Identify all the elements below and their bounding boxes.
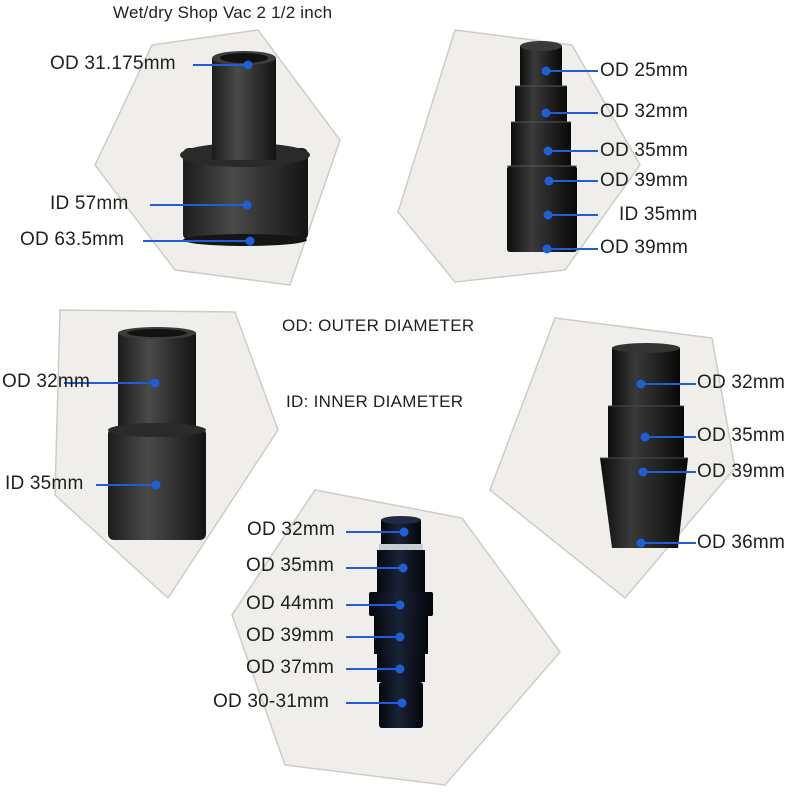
pointer-dot xyxy=(541,66,551,76)
pointer-dot xyxy=(395,632,405,642)
adapter-taper-step xyxy=(600,343,688,548)
label-adapter-5: OD 39mm xyxy=(246,625,334,646)
pointer-dot xyxy=(150,378,160,388)
pointer-dot xyxy=(543,210,553,220)
label-adapter-5: OD 30-31mm xyxy=(213,691,330,712)
label-adapter-1: OD 31.175mm xyxy=(50,53,176,74)
label-adapter-1: OD 63.5mm xyxy=(20,229,125,250)
adapter-multi-ring xyxy=(369,516,433,728)
label-adapter-4: OD 36mm xyxy=(697,532,785,553)
infographic-title: Wet/dry Shop Vac 2 1/2 inch xyxy=(113,3,333,22)
label-adapter-2: OD 25mm xyxy=(600,60,688,81)
label-adapter-4: OD 39mm xyxy=(697,461,785,482)
legend-outer-diameter: OD: OUTER DIAMETER xyxy=(282,316,475,335)
label-adapter-1: ID 57mm xyxy=(50,193,129,214)
legend-inner-diameter: ID: INNER DIAMETER xyxy=(286,392,464,411)
pointer-lines xyxy=(64,60,696,708)
pointer-dot xyxy=(398,563,408,573)
label-adapter-3: ID 35mm xyxy=(5,473,84,494)
label-adapter-2: ID 35mm xyxy=(619,204,698,225)
label-adapter-2: OD 39mm xyxy=(600,170,688,191)
label-adapter-5: OD 32mm xyxy=(247,519,335,540)
pointer-dot xyxy=(395,600,405,610)
pointer-dot xyxy=(640,432,650,442)
pointer-dot xyxy=(638,467,648,477)
pointer-dot xyxy=(541,108,551,118)
pointer-dot xyxy=(543,146,553,156)
pointer-dot xyxy=(151,480,161,490)
label-adapter-4: OD 35mm xyxy=(697,425,785,446)
label-adapter-5: OD 35mm xyxy=(246,555,334,576)
pointer-dot xyxy=(544,176,554,186)
pointer-dot xyxy=(636,379,646,389)
label-adapter-4: OD 32mm xyxy=(697,372,785,393)
pointer-dot xyxy=(542,244,552,254)
label-adapter-5: OD 37mm xyxy=(246,657,334,678)
pointer-dot xyxy=(395,664,405,674)
label-adapter-2: OD 39mm xyxy=(600,237,688,258)
pointer-dot xyxy=(636,538,646,548)
pointer-dot xyxy=(243,60,253,70)
label-adapter-3: OD 32mm xyxy=(2,371,90,392)
label-adapter-2: OD 35mm xyxy=(600,140,688,161)
label-adapter-5: OD 44mm xyxy=(246,593,334,614)
pointer-dot xyxy=(242,200,252,210)
adapter-two-step xyxy=(108,327,206,540)
adapter-multi-step xyxy=(507,41,577,252)
label-adapter-2: OD 32mm xyxy=(600,101,688,122)
pointer-dot xyxy=(245,236,255,246)
pointer-dot xyxy=(397,698,407,708)
pointer-dot xyxy=(399,527,409,537)
